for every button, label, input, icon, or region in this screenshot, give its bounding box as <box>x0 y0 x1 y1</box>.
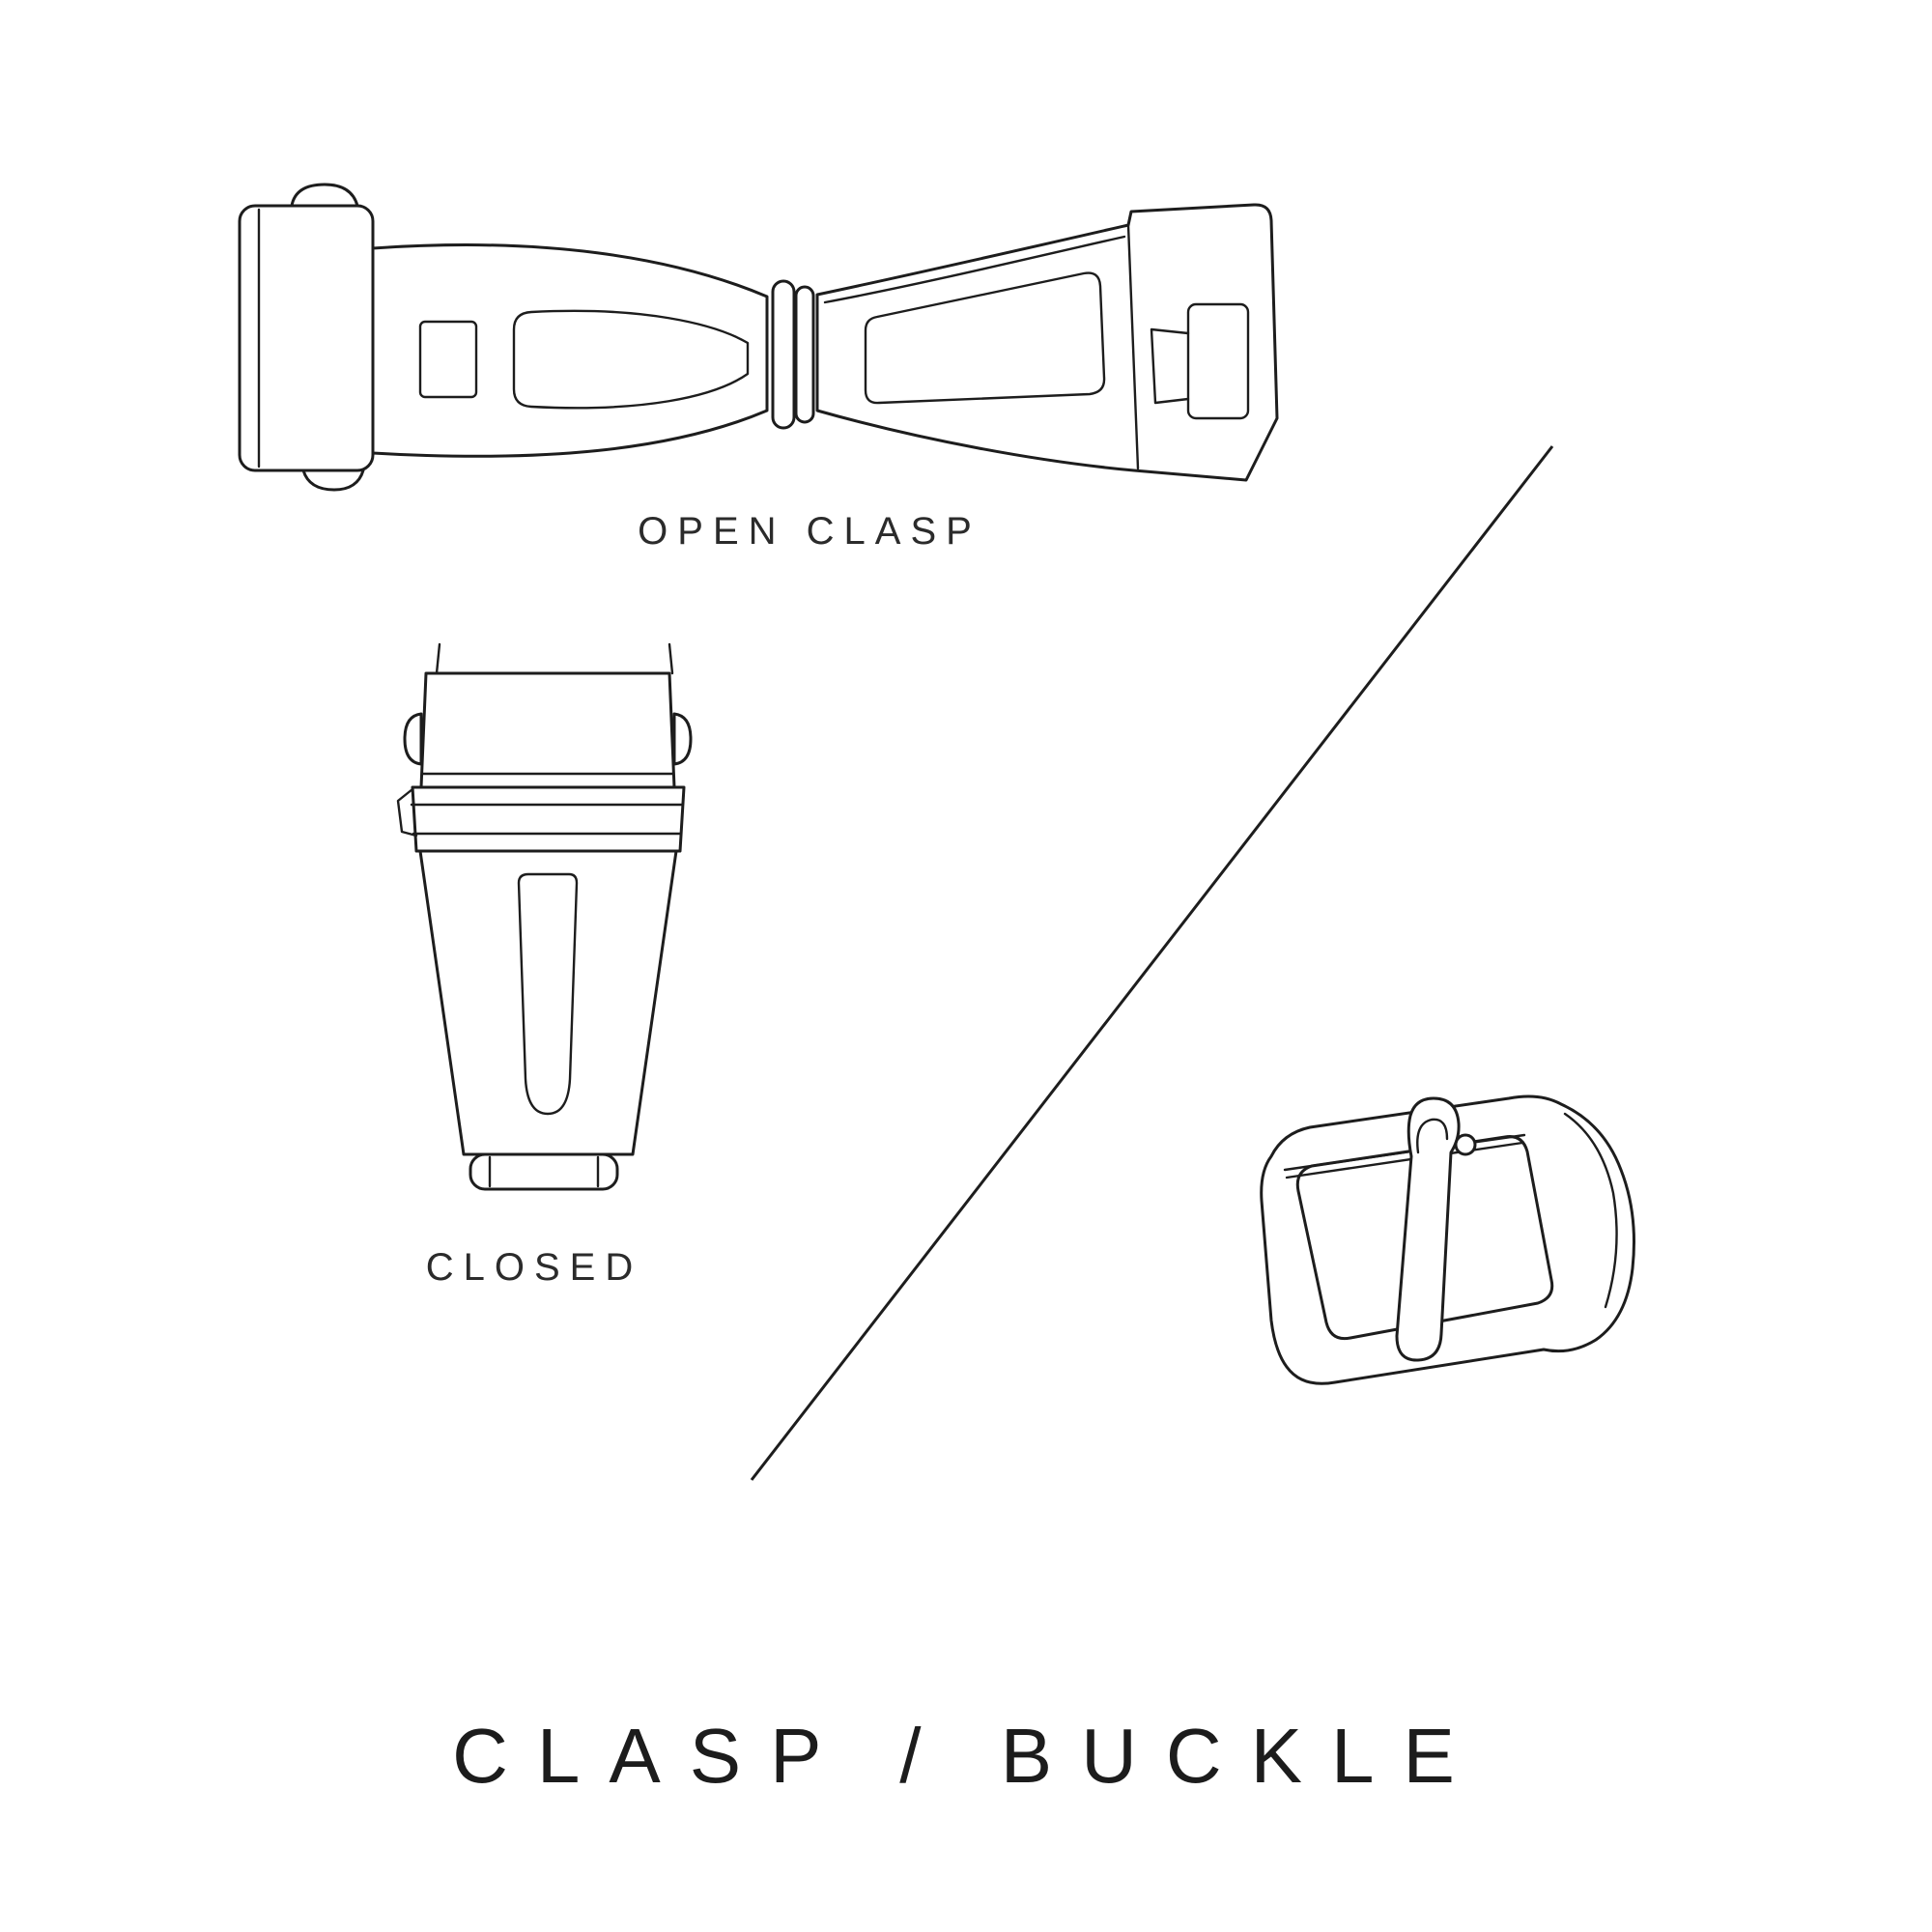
open-clasp-caption: OPEN CLASP <box>638 510 981 553</box>
page-title: CLASP / BUCKLE <box>452 1713 1484 1799</box>
tang-buckle-icon <box>1260 1094 1635 1385</box>
closed-clasp-icon <box>396 642 693 1191</box>
closed-clasp-caption: CLOSED <box>425 1246 643 1289</box>
open-clasp-icon <box>238 183 1279 492</box>
